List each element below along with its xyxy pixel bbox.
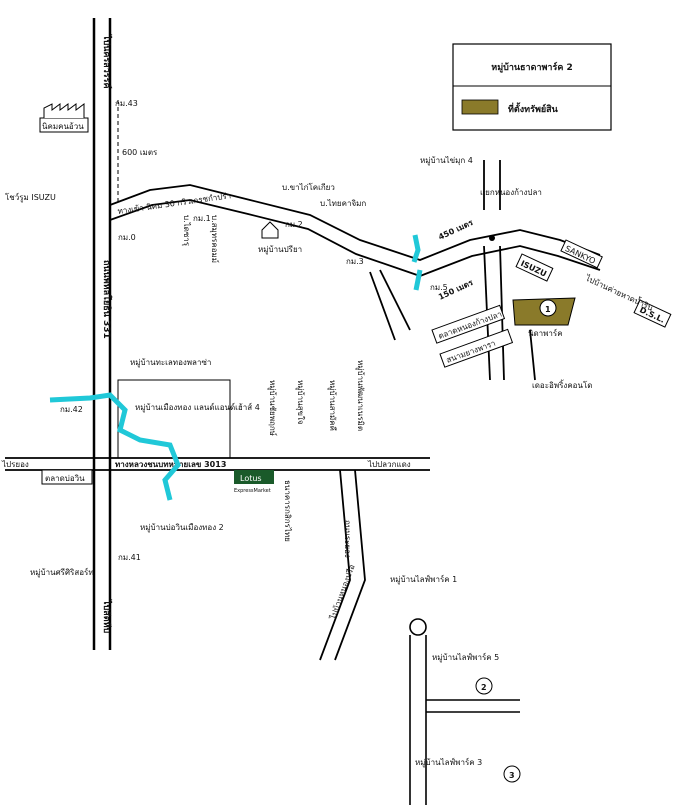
thai-kamon-label: บ.ไทยคาจิมก [320, 199, 366, 208]
samutkon-label: บ.สมุทรคอมม์ [210, 215, 220, 263]
mb-su-label: หมู่บ้านสุขใจ [295, 380, 305, 425]
highway-331 [92, 18, 112, 650]
house-icon [261, 221, 279, 239]
mb-lifepark3-label: หมู่บ้านไลฟ์พาร์ค 3 [415, 757, 482, 768]
lotus-box [234, 470, 274, 484]
dsl-box [633, 299, 672, 328]
km2-marker: กม.2 [285, 220, 303, 229]
mb-mauk-label: หมู่บ้านไข่มุก 4 [420, 156, 473, 166]
km42-marker: กม.42 [60, 405, 83, 414]
mb-praya-label: หมู่บ้านปรียา [258, 245, 302, 255]
circle-1 [539, 299, 557, 317]
factory-box-2 [439, 328, 514, 368]
nikhom-label: นิคมคนอ้วน [42, 122, 84, 131]
junction-label: แยกหนองก้างปลา [480, 188, 542, 197]
bank-label: ธนาคารกสิกรไทย [283, 480, 292, 542]
lifepark-roads [409, 618, 520, 805]
km0-marker: กม.0 [118, 233, 136, 242]
lotus-sub: ExpressMarket [234, 488, 271, 494]
main-vertical-label: ถนนพหลโยธิน 331 [101, 260, 113, 339]
legend-property-swatch [461, 99, 499, 115]
west-road-label: ไปรยอง [1, 460, 29, 469]
east-road-label: ไปปลวกแดง [367, 460, 411, 469]
km5-marker: กม.5 [430, 283, 448, 292]
market-box [41, 469, 93, 485]
mb-chaiya-label: หมู่บ้านชัยพฤกษ์ [267, 380, 278, 436]
mb-thada-label: นิดาพาร์ค [528, 328, 563, 338]
branch-road-label: ทางเข้า นิคม 30 กริวเกรชกำปร้า [117, 191, 232, 216]
road-rapee-label: ถนนระยอง [343, 520, 352, 558]
water-stream-2 [411, 234, 423, 291]
east-branch-road [109, 184, 601, 277]
cross-road-label: ทางหลวงชนบทหมายเลข 3013 [115, 460, 226, 469]
factory-box-1 [431, 304, 506, 344]
km41-marker: กม.41 [118, 553, 141, 562]
mb-pattana-label: หมู่บ้านพัฒนาเนรมิต [355, 360, 365, 431]
mb-muang-label: หมู่บ้านเมืองทอง แลนด์แอนด์เฮ้าส์ 4 [135, 402, 260, 413]
mb-thong-label: หมู่บ้านทะเลทองพลาซ่า [130, 358, 211, 368]
mb-sirisot-label: หมู่บ้านศรีศิริสอร์ท [30, 567, 94, 578]
main-north-label: ไปนครสวรรค์ [101, 34, 113, 88]
km43-marker: กม.43 [115, 99, 138, 108]
distance-600: 600 เมตร [122, 148, 158, 157]
south-road [319, 469, 366, 661]
condo-label: เดอะอิพริ้งคอนโด [532, 379, 592, 390]
factory-icon: นิคมคนอ้วน [39, 103, 89, 133]
sankyo-box [560, 239, 603, 269]
svg-text:2: 2 [481, 683, 487, 692]
svg-text:3: 3 [509, 771, 515, 780]
mb-bowin-label: หมู่บ้านบ่อวินเมืองทอง 2 [140, 523, 224, 533]
svg-text:ตลาดบ่อวิน: ตลาดบ่อวิน [45, 474, 85, 483]
mb-lifepark5-label: หมู่บ้านไลฟ์พาร์ค 5 [432, 652, 499, 663]
distance-450: 450 เมตร [437, 218, 475, 242]
main-south-label: ไปสัตหีบ [101, 599, 113, 634]
road-sankyo-label: ไปบ้านค่ายหาดน้ำริน [583, 271, 656, 313]
daisaru-label: บ.ไดซารุ [182, 215, 191, 247]
isuzu-showroom-label: โชว์รูม ISUZU [5, 192, 56, 203]
km3-marker: กม.3 [346, 257, 364, 266]
km1-marker: กม.1 [193, 214, 211, 223]
water-stream [49, 392, 181, 501]
circle-3 [503, 765, 521, 783]
kanha-label: บ.ขาไก่โคเกียว [282, 182, 335, 192]
legend: หมู่บ้านธาดาพาร์ค 2 ที่ตั้งทรัพย์สิน [452, 43, 612, 131]
legend-title: หมู่บ้านธาดาพาร์ค 2 [491, 61, 572, 73]
svg-text:Lotus: Lotus [240, 474, 262, 483]
mb-lifepark1-label: หมู่บ้านไลฟ์พาร์ค 1 [390, 574, 457, 585]
svg-text:1: 1 [545, 305, 551, 314]
arrow-junction [483, 160, 501, 210]
circle-2 [475, 677, 493, 695]
isuzu-box [515, 253, 554, 282]
mb-samak-label: หมู่บ้านสามัคคี [327, 380, 337, 431]
legend-property-label: ที่ตั้งทรัพย์สิน [508, 102, 559, 115]
